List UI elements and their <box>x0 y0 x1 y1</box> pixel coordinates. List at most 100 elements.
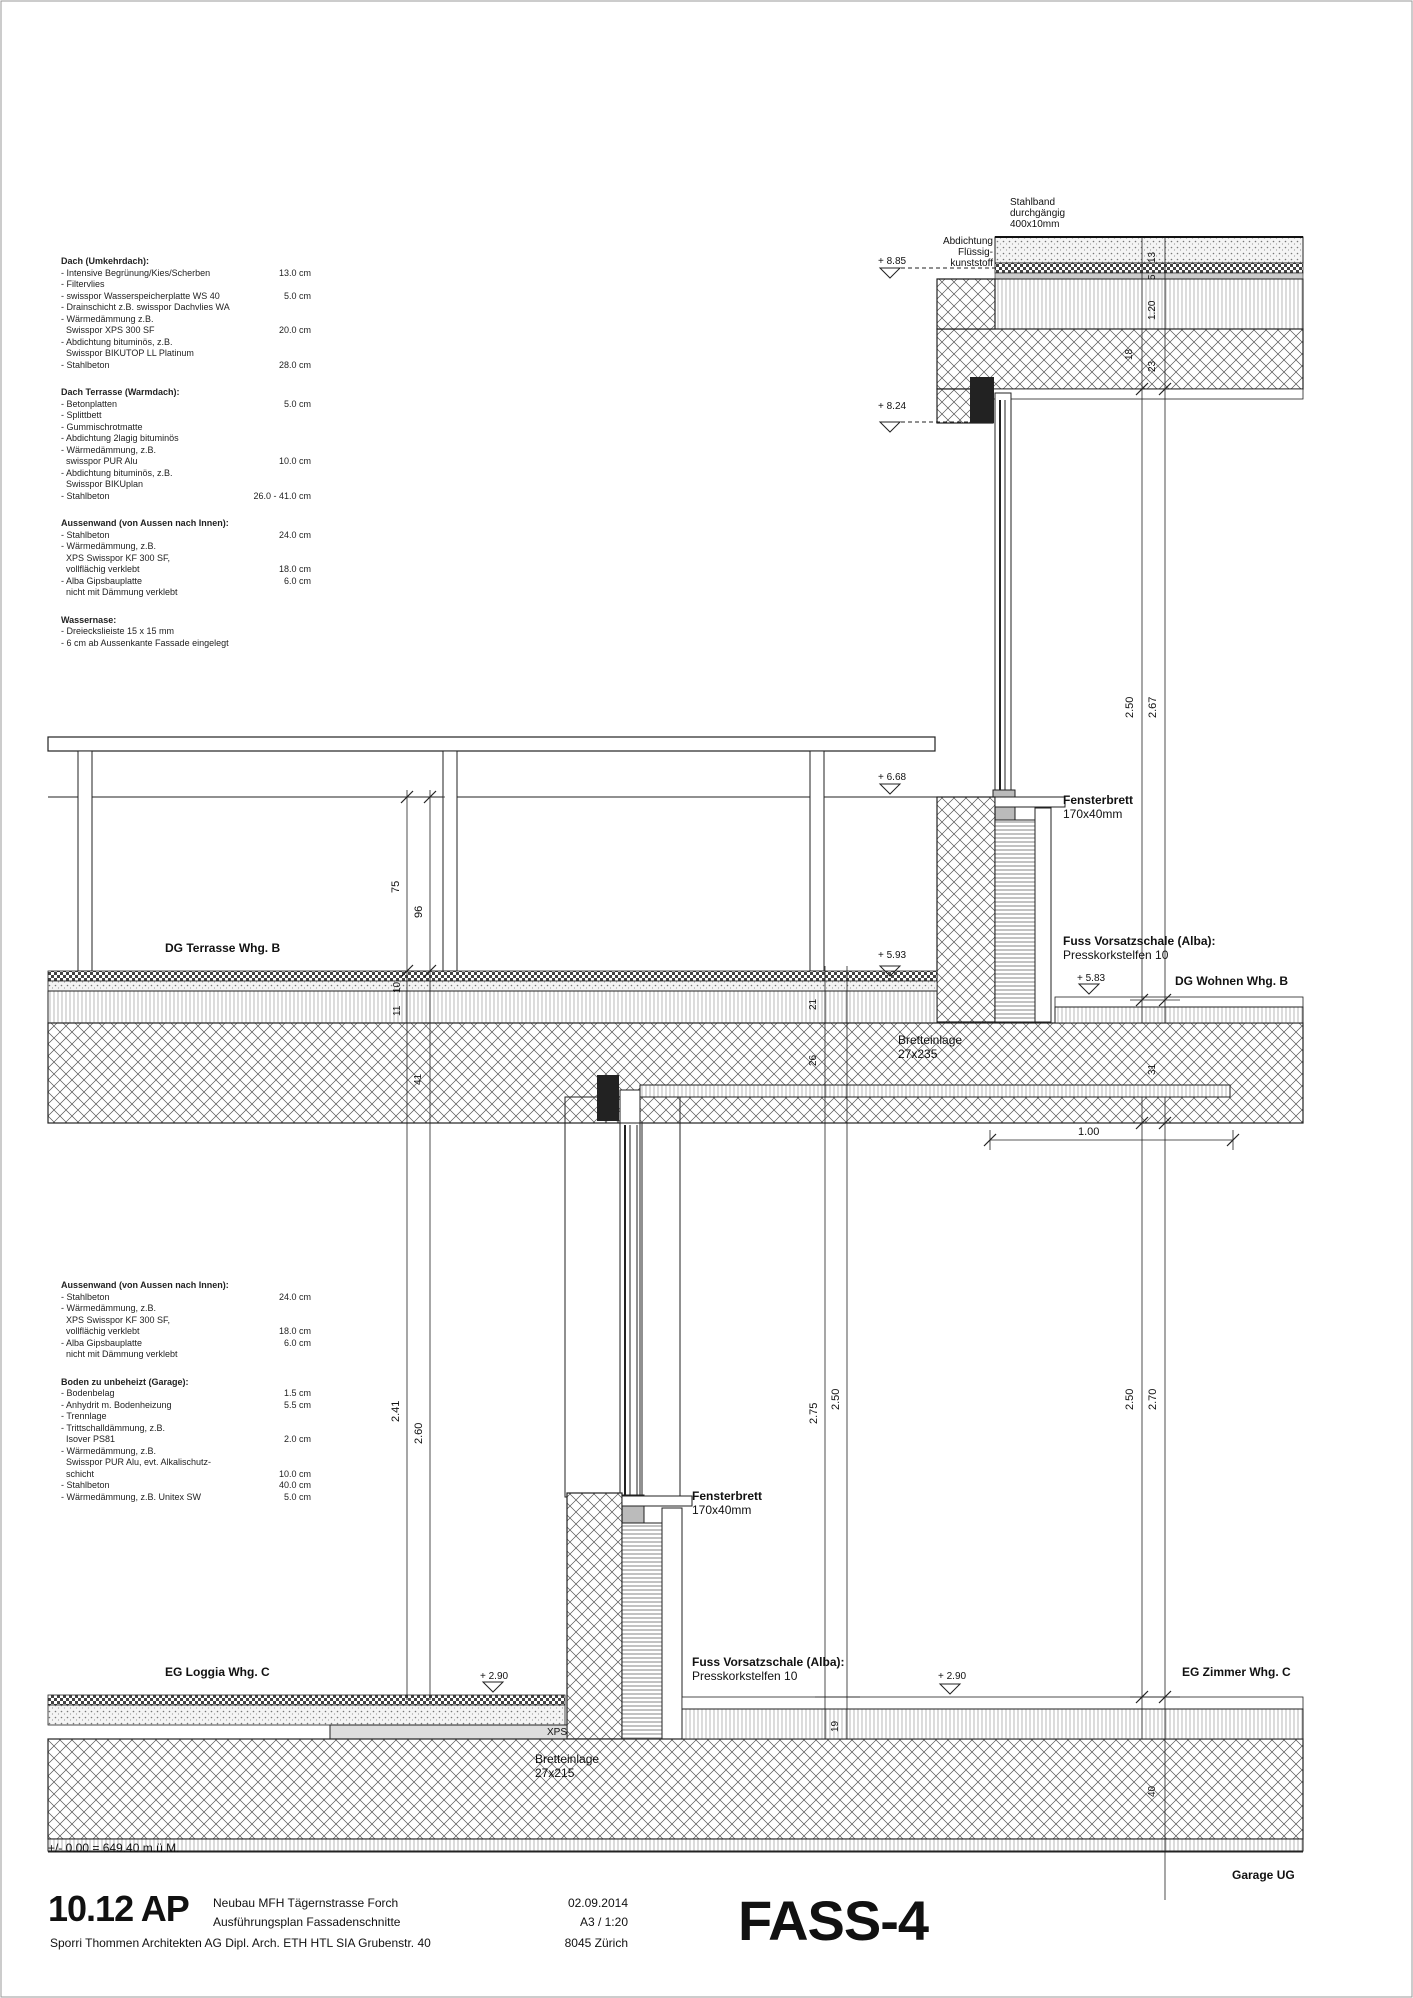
note-heading: Dach Terrasse (Warmdach): <box>61 387 180 397</box>
note-row: - Trennlage <box>61 1411 311 1423</box>
note-thickness <box>307 348 311 360</box>
note-layer: - Abdichtung bituminös, z.B. <box>61 467 173 478</box>
note-thickness <box>307 1411 311 1423</box>
dim-2-50-right: 2.50 <box>1124 1388 1136 1410</box>
level-8-24: + 8.24 <box>878 401 907 412</box>
note-row: - Wärmedämmung, z.B. <box>61 445 311 457</box>
note-layer: - Alba Gipsbauplatte <box>61 575 143 586</box>
note-layer: XPS Swisspor KF 300 SF, <box>61 552 171 563</box>
note-layer: Isover PS81 <box>61 1434 116 1444</box>
note-layer: - Abdichtung bituminös, z.B. <box>61 336 173 347</box>
dim-2-50-top: 2.50 <box>1124 696 1136 718</box>
note-thickness <box>307 541 311 553</box>
dim-2-50-mid: 2.50 <box>830 1388 842 1410</box>
note-gap <box>61 371 311 387</box>
note-layer: Swisspor XPS 300 SF <box>61 325 155 335</box>
note-row: Swisspor BIKUTOP LL Platinum <box>61 348 311 360</box>
dim-41: 41 <box>413 1073 424 1085</box>
note-heading: Boden zu unbeheizt (Garage): <box>61 1376 189 1387</box>
note-layer: swisspor PUR Alu <box>61 456 138 466</box>
note-gap <box>61 649 311 665</box>
note-thickness: 28.0 cm <box>278 359 311 370</box>
note-thickness <box>307 1349 311 1361</box>
note-thickness: 20.0 cm <box>278 325 311 335</box>
note-thickness: 1.5 cm <box>283 1388 311 1398</box>
note-layer: - Gummischrotmatte <box>61 421 143 432</box>
note-thickness: 5.0 cm <box>283 290 311 301</box>
note-layer: - Stahlbeton <box>61 1291 110 1302</box>
note-thickness: 10.0 cm <box>278 456 311 466</box>
note-thickness <box>307 314 311 326</box>
dim-75: 75 <box>390 880 402 893</box>
level-5-83: + 5.83 <box>1077 973 1106 984</box>
note-row: - Wärmedämmung, z.B. Unitex SW 5.0 cm <box>61 1492 311 1504</box>
note-layer: vollflächig verklebt <box>61 564 140 574</box>
note-row: XPS Swisspor KF 300 SF, <box>61 1315 311 1327</box>
note-thickness: 10.0 cm <box>278 1468 311 1479</box>
note-layer: XPS Swisspor KF 300 SF, <box>61 1314 171 1325</box>
note-row: schicht 10.0 cm <box>61 1469 311 1481</box>
note-row: - 6 cm ab Aussenkante Fassade eingelegt <box>61 638 311 650</box>
note-thickness <box>307 410 311 422</box>
level-8-85: + 8.85 <box>878 256 907 267</box>
dim-1-20: 1.20 <box>1147 300 1158 320</box>
note-heading: Aussenwand (von Aussen nach Innen): <box>61 518 229 528</box>
dim-26: 26 <box>808 1054 819 1066</box>
note-thickness <box>307 302 311 314</box>
note-row: - swisspor Wasserspeicherplatte WS 40 5.0… <box>61 291 311 303</box>
note-gap <box>61 1361 311 1377</box>
note-thickness: 5.0 cm <box>283 1491 311 1502</box>
note-thickness: 40.0 cm <box>278 1480 311 1490</box>
note-heading: Dach (Umkehrdach): <box>61 256 150 266</box>
note-thickness: 24.0 cm <box>278 1291 311 1302</box>
level-2-90-loggia: + 2.90 <box>480 1671 509 1682</box>
note-layer: - Wärmedämmung, z.B. <box>61 1303 157 1313</box>
xps-label: XPS <box>547 1727 568 1738</box>
dim-2-67: 2.67 <box>1147 696 1159 718</box>
note-layer: Swisspor PUR Alu, evt. Alkalischutz- <box>61 1457 212 1467</box>
note-gap <box>61 502 311 518</box>
note-layer: - Wärmedämmung, z.B. Unitex SW <box>61 1491 202 1502</box>
note-thickness <box>307 1423 311 1435</box>
note-thickness <box>307 587 311 599</box>
dim-2-75: 2.75 <box>808 1402 820 1424</box>
note-row: - Abdichtung bituminös, z.B. <box>61 337 311 349</box>
note-thickness <box>307 468 311 480</box>
note-layer: - swisspor Wasserspeicherplatte WS 40 <box>61 290 220 301</box>
note-layer: - Abdichtung 2lagig bituminös <box>61 433 179 443</box>
dim-31: 31 <box>1147 1063 1158 1075</box>
note-row: - Alba Gipsbauplatte 6.0 cm <box>61 576 311 588</box>
note-row: - Splittbett <box>61 410 311 422</box>
note-layer: schicht <box>61 1468 95 1479</box>
note-layer: - Wärmedämmung, z.B. <box>61 541 157 551</box>
note-thickness <box>307 337 311 349</box>
dim-1-00: 1.00 <box>1078 1126 1100 1138</box>
note-layer: - Splittbett <box>61 410 102 420</box>
office-city: 8045 Zürich <box>564 1936 628 1950</box>
title-block: 10.12 AP Neubau MFH Tägernstrasse Forch … <box>48 1888 1368 1988</box>
note-layer: - Intensive Begrünung/Kies/Scherben <box>61 267 211 278</box>
plan-scale: A3 / 1:20 <box>579 1915 628 1929</box>
note-row: nicht mit Dämmung verklebt <box>61 587 311 599</box>
sheet-number: FASS-4 <box>738 1889 929 1952</box>
note-row: - Stahlbeton 24.0 cm <box>61 1292 311 1304</box>
note-row: swisspor PUR Alu 10.0 cm <box>61 456 311 468</box>
dim-18: 18 <box>1124 348 1135 360</box>
note-thickness: 6.0 cm <box>283 1337 311 1348</box>
fuss-top-label: Fuss Vorsatzschale (Alba):Presskorkstelf… <box>1063 934 1216 962</box>
note-layer: - Bodenbelag <box>61 1388 115 1398</box>
note-thickness: 6.0 cm <box>283 575 311 586</box>
dim-40: 40 <box>1147 1785 1158 1797</box>
dim-11: 11 <box>392 1005 403 1016</box>
note-row: - Wärmedämmung, z.B. <box>61 541 311 553</box>
note-layer: Swisspor BIKUTOP LL Platinum <box>61 348 194 358</box>
